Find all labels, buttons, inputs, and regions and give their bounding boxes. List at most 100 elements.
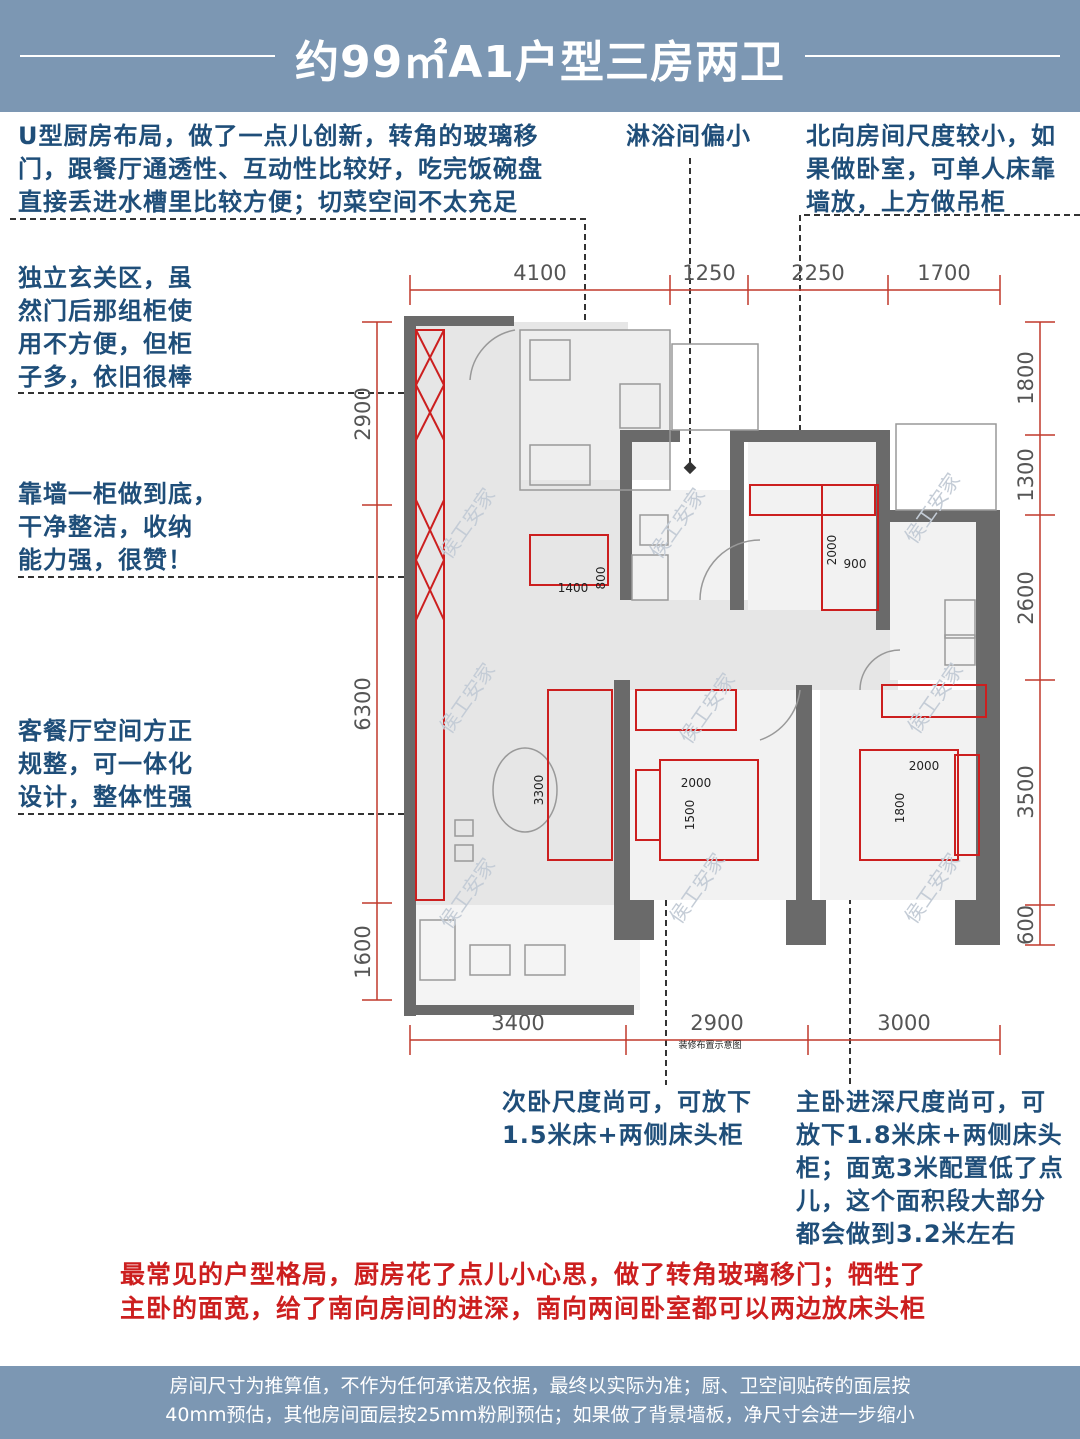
dim-left-2: 6300 [351,677,375,730]
door-swing-bath1 [699,539,761,601]
wall-south-balcony [404,1005,634,1015]
note-wall-cabinet-line: 靠墙一柜做到底， [18,480,218,508]
note-living-line: 设计，整体性强 [18,783,193,811]
dim-right-3: 2600 [1014,571,1038,624]
dim-right-2: 1300 [1014,448,1038,501]
master-bedroom-floor [820,690,995,900]
north-bed-width: 900 [844,557,867,571]
dim-bottom-2: 2900 [690,1011,743,1035]
dim-top-4: 1700 [917,261,970,285]
balcony-chair-2 [524,944,566,976]
outline-details [419,329,997,981]
dim-left-3: 1600 [351,925,375,978]
dim-right-5: 600 [1014,905,1038,945]
note-living: 客餐厅空间方正 规整，可一体化 设计，整体性强 [18,715,228,814]
note-master-bedroom-line: 放下1.8米床+两侧床头 [796,1121,1063,1149]
entry-door-swing [469,329,516,381]
footer-line: 40mm预估，其他房间面层按25mm粉刷预估；如果做了背景墙板，净尺寸会进一步缩… [165,1404,915,1426]
note-kitchen-line: 门，跟餐厅通透性、互动性比较好，吃完饭碗盘 [18,155,543,183]
note-master-bedroom-line: 柜；面宽3米配置低了点 [796,1154,1064,1182]
note-master-bedroom-line: 都会做到3.2米左右 [796,1220,1017,1248]
note-master-bedroom: 主卧进深尺度尚可，可 放下1.8米床+两侧床头 柜；面宽3米配置低了点 儿，这个… [796,1086,1080,1251]
note-second-bedroom: 次卧尺度尚可，可放下 1.5米床+两侧床头柜 [502,1086,782,1152]
utility-platform [895,423,997,511]
kitchen-floor [520,330,670,480]
dim-right-4: 3500 [1014,765,1038,818]
dim-left-1: 2900 [351,387,375,440]
wall-west [404,316,416,1016]
note-entrance-line: 子多，依旧很棒 [18,363,193,391]
walls [404,316,1000,1016]
leader-north-room [799,214,1080,502]
living-stool-1 [454,819,474,837]
dining-table-depth: 800 [594,567,608,590]
master-bed-length: 2000 [909,759,940,773]
kitchen-counter-outline [519,329,671,491]
north-bed-length: 2000 [825,535,839,566]
kitchen-island [529,444,591,486]
page-title: 约99㎡A1户型三房两卫 [295,37,785,88]
note-wall-cabinet-line: 能力强，很赞！ [18,546,193,574]
note-entrance-line: 独立玄关区，虽 [18,264,193,292]
summary-text: 最常见的户型格局，厨房花了点儿小心思，做了转角玻璃移门；牺牲了 主卧的面宽，给了… [120,1258,1040,1326]
wall-column-2 [786,900,826,945]
note-kitchen: U型厨房布局，做了一点儿创新，转角的玻璃移 门，跟餐厅通透性、互动性比较好，吃完… [18,120,578,219]
north-room-floor [748,440,888,610]
wall-east [976,510,1000,945]
toilet-2 [944,599,976,639]
wall-north-entry [404,316,514,326]
corridor-floor [628,600,898,690]
title-rule-left [20,55,275,57]
master-bedroom-nightstand [954,754,980,856]
wall-north-room-west [730,430,744,610]
full-height-wall-cabinet [415,329,445,901]
note-wall-cabinet-line: 干净整洁，收纳 [18,513,193,541]
dim-top-2: 1250 [682,261,735,285]
note-entrance-line: 用不方便，但柜 [18,330,193,358]
title-rule-right [805,55,1060,57]
dim-bottom-3: 3000 [877,1011,930,1035]
title-bar: 约99㎡A1户型三房两卫 [0,0,1080,112]
footer-line: 房间尺寸为推算值，不作为任何承诺及依据，最终以实际为准；厨、卫空间贴砖的面层按 [169,1375,911,1397]
second-bedroom-wardrobe [635,689,737,731]
kitchen-window-box [529,339,571,381]
note-master-bedroom-line: 主卧进深尺度尚可，可 [796,1088,1046,1116]
summary-line: 主卧的面宽，给了南向房间的进深，南向两间卧室都可以两边放床头柜 [120,1294,927,1323]
note-entrance-line: 然门后那组柜使 [18,297,193,325]
note-living-line: 规整，可一体化 [18,750,193,778]
dining-table [529,534,609,586]
note-north-room-line: 北向房间尺度较小，如 [806,122,1056,150]
summary-line: 最常见的户型格局，厨房花了点儿小心思，做了转角玻璃移门；牺牲了 [120,1260,927,1289]
note-north-room-line: 果做卧室，可单人床靠 [806,155,1056,183]
basin-2 [944,634,976,666]
master-bedroom-wardrobe [881,684,987,718]
wall-second-bedroom-west [614,680,630,940]
note-kitchen-line: U型厨房布局，做了一点儿创新，转角的玻璃移 [18,122,539,150]
note-master-bedroom-line: 儿，这个面积段大部分 [796,1187,1046,1215]
wall-kitchen-nook [620,430,680,442]
note-kitchen-line: 直接丢进水槽里比较方便；切菜空间不太充足 [18,188,518,216]
master-bed-width: 1800 [893,793,907,824]
note-shower: 淋浴间偏小 [626,120,751,153]
basin-1 [631,554,669,601]
coffee-table [492,747,558,833]
stove [619,383,661,429]
plan-caption: 装修布置示意图 [678,1039,741,1051]
wall-bedrooms-divider [796,685,812,945]
furniture-highlight [415,329,987,901]
wall-column-3 [955,900,1000,945]
toilet-1 [639,514,669,546]
dim-top-3: 2250 [791,261,844,285]
dim-top-1: 4100 [513,261,566,285]
note-second-bedroom-line: 次卧尺度尚可，可放下 [502,1088,752,1116]
note-entrance: 独立玄关区，虽 然门后那组柜使 用不方便，但柜 子多，依旧很棒 [18,262,218,394]
marker-shower [683,461,697,475]
living-stool-2 [454,844,474,862]
dining-table-width: 1400 [558,581,589,595]
wall-bath2-north [890,510,1000,522]
second-bedroom-nightstand [635,769,661,841]
door-swing-second-bedroom [759,689,801,741]
note-shower-line: 淋浴间偏小 [626,122,751,150]
note-living-line: 客餐厅空间方正 [18,717,193,745]
